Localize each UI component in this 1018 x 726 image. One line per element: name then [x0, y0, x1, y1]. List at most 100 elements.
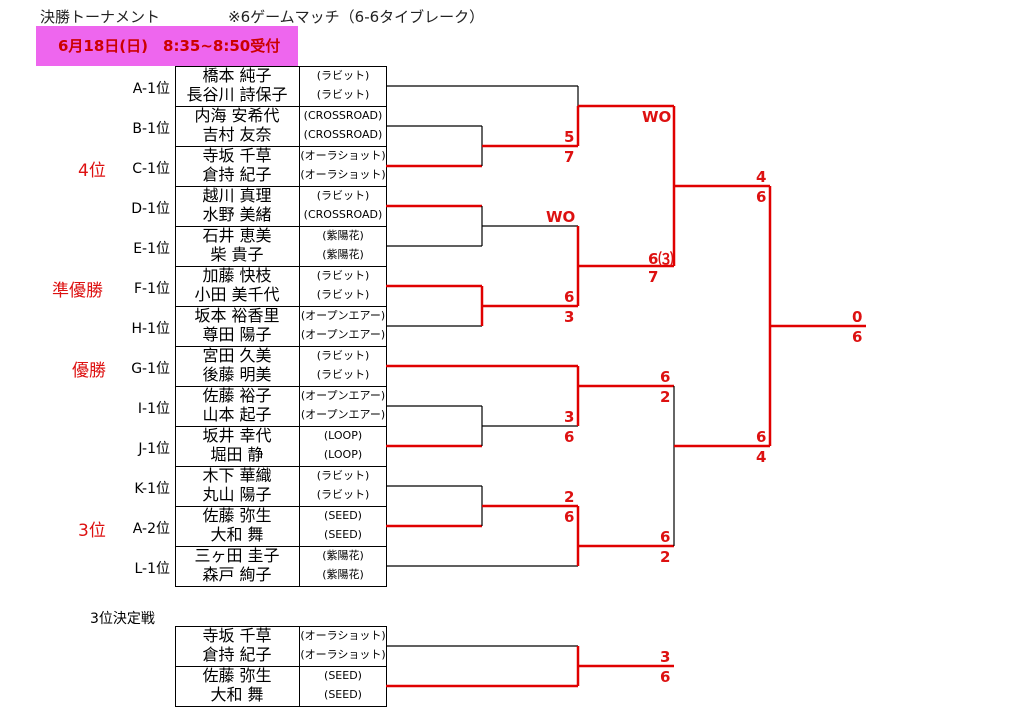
result-note: 3位 [78, 521, 106, 541]
score-final-top: 0 [852, 308, 863, 326]
score-fh-top: 6 [564, 288, 575, 306]
player-name: 佐藤 裕子 [202, 386, 272, 405]
score-third-bottom: 6 [660, 668, 671, 686]
club-name: (ラビット) [316, 469, 370, 482]
club-name: (オープンエアー) [300, 408, 386, 421]
seed-label: C-1位 [132, 161, 170, 177]
team-table [175, 66, 387, 587]
score-r1b-bottom: 7 [648, 268, 659, 286]
score-fh-bottom: 3 [564, 308, 575, 326]
club-name: (紫陽花) [322, 568, 364, 581]
club-name: (ラビット) [316, 88, 370, 101]
seed-label: F-1位 [133, 281, 170, 297]
club-name: (オープンエアー) [300, 328, 386, 341]
score-ij-top: 3 [564, 408, 575, 426]
seed-label: I-1位 [137, 401, 170, 417]
club-name: (オーラショット) [300, 149, 386, 162]
score-r1b-top: 6⑶ [648, 250, 674, 268]
player-name: 倉持 紀子 [202, 645, 272, 664]
score-ij-bottom: 6 [564, 428, 575, 446]
club-name: (ラビット) [316, 189, 370, 202]
score-sf1-bottom: 6 [756, 188, 767, 206]
score-r1c-top: 6 [660, 368, 671, 386]
player-name: 宮田 久美 [202, 346, 272, 365]
player-name: 寺坂 千草 [202, 146, 272, 165]
player-name: 佐藤 弥生 [202, 506, 272, 525]
player-name: 水野 美緒 [202, 205, 272, 224]
player-name: 三ヶ田 圭子 [194, 546, 280, 565]
player-name: 丸山 陽子 [202, 485, 272, 504]
score-r1a-wo: WO [642, 108, 672, 126]
seed-label: K-1位 [134, 481, 170, 497]
score-sf1-top: 4 [756, 168, 767, 186]
club-name: (CROSSROAD) [303, 109, 383, 122]
club-name: (ラビット) [316, 269, 370, 282]
score-sf2-top: 6 [756, 428, 767, 446]
result-note: 4位 [78, 161, 106, 181]
seed-label: D-1位 [131, 201, 170, 217]
result-note: 優勝 [72, 361, 106, 381]
seed-label: E-1位 [133, 241, 170, 257]
player-name: 大和 舞 [210, 525, 264, 544]
club-name: (SEED) [324, 528, 362, 541]
club-name: (ラビット) [316, 288, 370, 301]
score-r1d-bottom: 2 [660, 548, 671, 566]
club-name: (CROSSROAD) [303, 128, 383, 141]
club-name: (オーラショット) [300, 629, 386, 642]
seed-label: A-1位 [132, 81, 170, 97]
seed-label: L-1位 [134, 561, 170, 577]
seed-label: H-1位 [131, 321, 171, 337]
seed-label: B-1位 [132, 121, 170, 137]
player-name: 長谷川 詩保子 [186, 85, 288, 104]
club-name: (ラビット) [316, 349, 370, 362]
score-third-top: 3 [660, 648, 671, 666]
seed-label: J-1位 [138, 441, 170, 457]
club-name: (SEED) [324, 688, 362, 701]
score-ka-top: 2 [564, 488, 575, 506]
club-name: (SEED) [324, 509, 362, 522]
score-bc-bottom: 7 [564, 148, 575, 166]
player-name: 大和 舞 [210, 685, 264, 704]
player-name: 加藤 快枝 [202, 266, 272, 285]
player-name: 佐藤 弥生 [202, 666, 272, 685]
player-name: 倉持 紀子 [202, 165, 272, 184]
club-name: (ラビット) [316, 488, 370, 501]
club-name: (LOOP) [323, 448, 363, 461]
club-name: (オーラショット) [300, 648, 386, 661]
player-name: 越川 真理 [202, 186, 272, 205]
club-name: (オープンエアー) [300, 309, 386, 322]
score-r1d-top: 6 [660, 528, 671, 546]
player-name: 吉村 友奈 [202, 125, 272, 144]
third-place-title: 3位決定戦 [90, 611, 155, 627]
match-rule-note: ※6ゲームマッチ（6-6タイブレーク） [228, 8, 485, 26]
club-name: (オーラショット) [300, 168, 386, 181]
club-name: (紫陽花) [322, 549, 364, 562]
seed-label: G-1位 [131, 361, 170, 377]
player-name: 坂井 幸代 [202, 426, 272, 445]
seed-label: A-2位 [132, 521, 170, 537]
player-name: 石井 恵美 [202, 226, 272, 245]
club-name: (SEED) [324, 669, 362, 682]
page-title: 決勝トーナメント [40, 8, 161, 26]
score-de-wo: WO [546, 208, 576, 226]
player-name: 内海 安希代 [194, 106, 280, 125]
score-sf2-bottom: 4 [756, 448, 767, 466]
player-name: 森戸 絢子 [202, 565, 272, 584]
player-name: 山本 起子 [202, 405, 272, 424]
score-r1c-bottom: 2 [660, 388, 671, 406]
score-final-bottom: 6 [852, 328, 863, 346]
club-name: (紫陽花) [322, 248, 364, 261]
club-name: (ラビット) [316, 368, 370, 381]
player-name: 坂本 裕香里 [194, 306, 280, 325]
score-ka-bottom: 6 [564, 508, 575, 526]
date-session-banner: 6月18日(日) 8:35~8:50受付 [36, 26, 298, 66]
player-name: 橋本 純子 [202, 66, 272, 85]
club-name: (LOOP) [323, 429, 363, 442]
player-name: 後藤 明美 [202, 365, 272, 384]
score-bc-top: 5 [564, 128, 575, 146]
player-name: 尊田 陽子 [202, 325, 272, 344]
player-name: 木下 華織 [202, 466, 272, 485]
club-name: (CROSSROAD) [303, 208, 383, 221]
player-name: 寺坂 千草 [202, 626, 272, 645]
